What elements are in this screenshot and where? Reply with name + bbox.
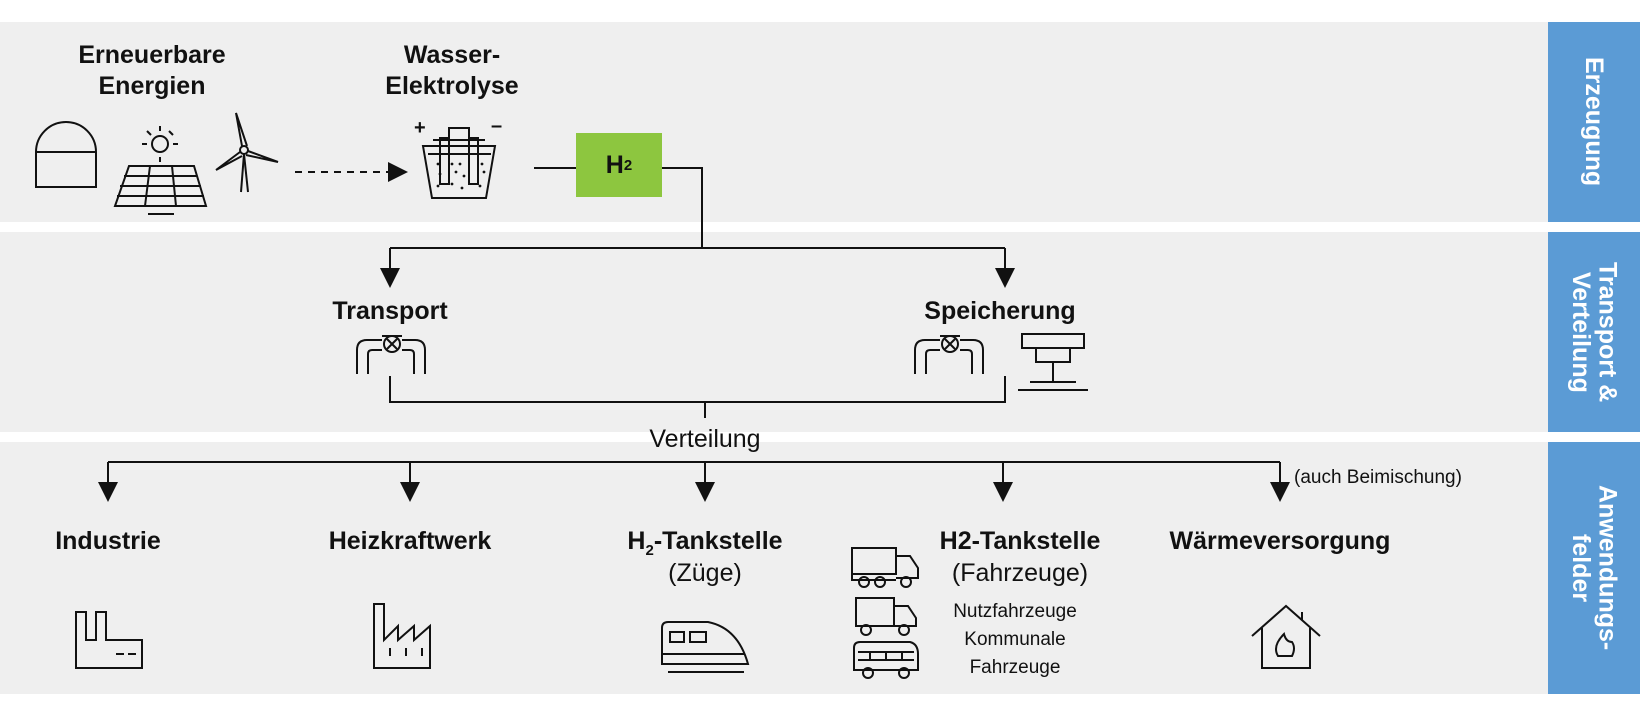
band-transport — [0, 232, 1548, 432]
label-verteilung: Verteilung — [649, 425, 761, 453]
label-tank-fahrzeuge: H2-Tankstelle — [939, 527, 1101, 555]
side-label-transport: Transport & Verteilung — [1548, 232, 1640, 432]
label-nutzfahrzeuge: Nutzfahrzeuge — [953, 601, 1077, 622]
factory-icon — [75, 611, 143, 669]
wind-icon — [215, 112, 279, 193]
label-tank-zuege-line2: (Züge) — [668, 559, 742, 587]
label-heizkraftwerk: Heizkraftwerk — [328, 527, 492, 555]
truck-icon-1 — [851, 547, 919, 588]
plus-sign: + — [414, 117, 426, 139]
label-industrie: Industrie — [55, 527, 161, 555]
label-speicherung: Speicherung — [924, 297, 1076, 325]
biogas-icon — [35, 121, 97, 188]
band-anwendung — [0, 442, 1548, 694]
label-beimischung: (auch Beimischung) — [1294, 467, 1462, 488]
label-fahrzeuge: Fahrzeuge — [969, 657, 1061, 678]
connector-h2-down — [662, 167, 703, 248]
side-label-erzeugung: Erzeugung — [1548, 22, 1640, 222]
pipeline-icon-speicherung — [914, 335, 984, 374]
storage-tank-icon — [1018, 333, 1088, 391]
label-elektrolyse: Wasser- Elektrolyse — [385, 41, 519, 101]
band-erzeugung — [0, 22, 1548, 222]
flow-diagram — [35, 112, 1321, 679]
bubbles-icon — [436, 162, 486, 190]
bus-icon — [853, 641, 919, 679]
label-waerme: Wärmeversorgung — [1169, 527, 1391, 555]
side-label-anwendung: Anwendungs- felder — [1548, 442, 1640, 694]
train-icon — [661, 621, 750, 673]
electrolysis-icon — [421, 127, 497, 199]
pipeline-icon-transport — [356, 335, 426, 374]
label-tank-fahrzeuge-line2: (Fahrzeuge) — [951, 559, 1089, 587]
label-erneuerbare: Erneuerbare Energien — [78, 41, 226, 101]
connector-bracket — [389, 376, 1006, 403]
house-flame-icon — [1251, 604, 1321, 669]
label-kommunale: Kommunale — [964, 629, 1066, 650]
power-plant-icon — [373, 603, 431, 669]
label-tank-zuege: H2-Tankstelle — [627, 527, 783, 559]
minus-sign: – — [491, 115, 503, 137]
label-transport: Transport — [332, 297, 448, 325]
solar-icon — [113, 126, 208, 215]
truck-icon-2 — [855, 597, 917, 636]
